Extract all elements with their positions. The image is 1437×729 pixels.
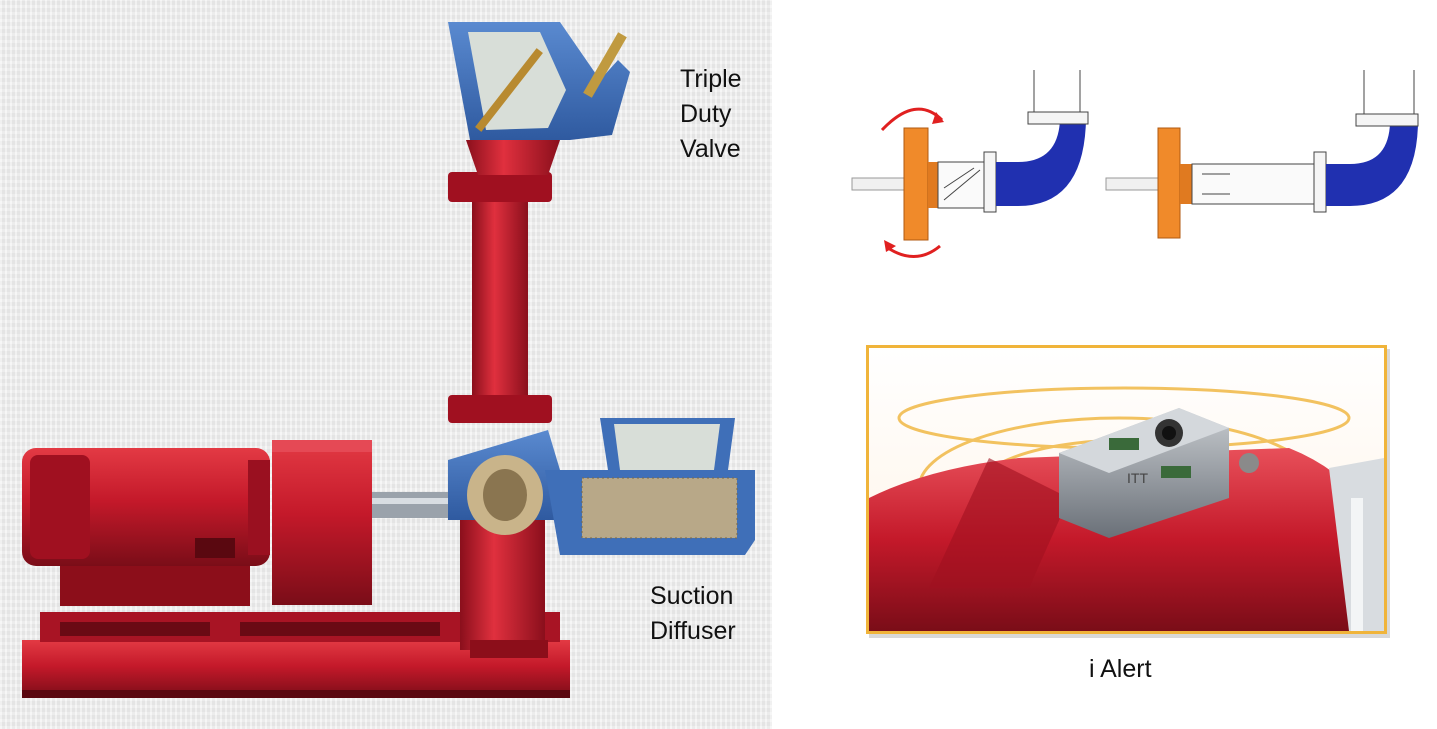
suction-diffuser-label: Suction Diffuser (650, 582, 736, 645)
i-alert-image-frame: ITT (866, 345, 1387, 634)
coupling-guard (272, 440, 372, 605)
svg-text:ITT: ITT (1127, 470, 1148, 486)
pump-photo-panel: Triple Duty Valve Suction Diffuser (0, 0, 772, 729)
i-alert-label: i Alert (1089, 655, 1152, 683)
shaft-alignment-diagram (851, 70, 1419, 258)
triple-duty-valve (448, 22, 630, 140)
motor (22, 448, 270, 606)
i-alert-sensor-device: ITT (1059, 408, 1229, 538)
end-suction-pump-illustration (22, 22, 755, 698)
volute-cutaway (448, 430, 560, 535)
misaligned-coupling (851, 70, 1089, 258)
suction-diffuser (545, 418, 755, 555)
i-alert-sensor-illustration: ITT (869, 386, 1384, 631)
pump-casing (460, 512, 548, 658)
triple-duty-valve-label: Triple Duty Valve (680, 65, 742, 163)
discharge-pipe (448, 140, 560, 423)
shaft (372, 492, 462, 518)
aligned-coupling (1105, 70, 1419, 239)
